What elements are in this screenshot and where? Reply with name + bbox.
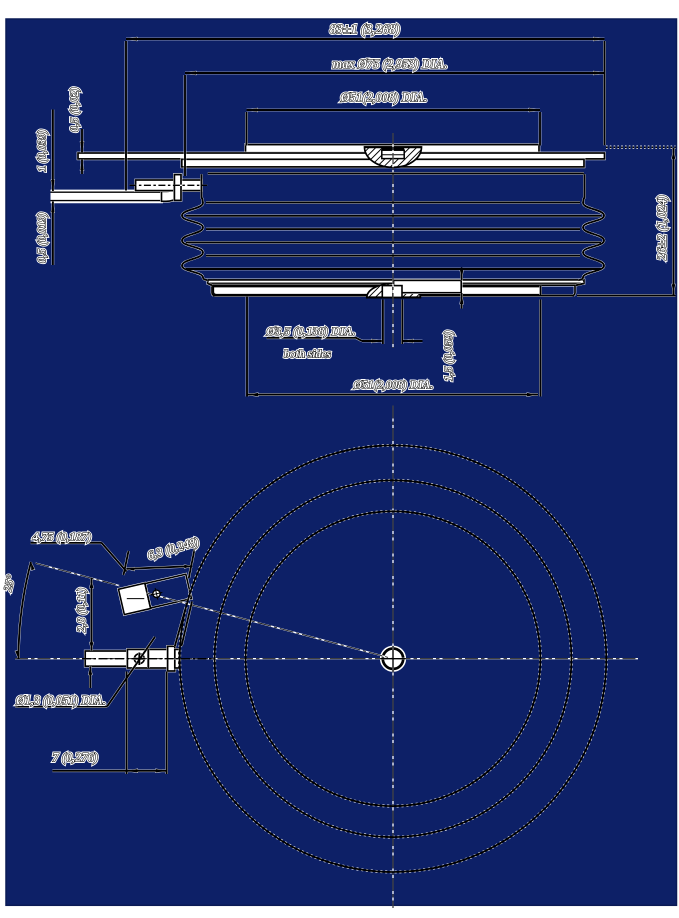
svg-text:2,8 (0,11): 2,8 (0,11) — [76, 587, 88, 633]
svg-text:Ø3,5 (0,138) DIA.: Ø3,5 (0,138) DIA. — [266, 324, 356, 338]
svg-text:1 (0,039): 1 (0,039) — [37, 129, 49, 171]
svg-text:2,8 (0,11): 2,8 (0,11) — [76, 587, 88, 633]
svg-text:0,5 (0,02): 0,5 (0,02) — [69, 87, 81, 132]
svg-text:7 (0,276): 7 (0,276) — [52, 751, 98, 765]
svg-text:1,5 (0,059): 1,5 (0,059) — [443, 330, 455, 381]
svg-text:Ø1,3 (0,051) DIA.: Ø1,3 (0,051) DIA. — [15, 694, 106, 708]
svg-text:4,75 (0,187): 4,75 (0,187) — [32, 529, 92, 543]
svg-text:1,5 (0,059): 1,5 (0,059) — [443, 330, 455, 381]
svg-text:Ø51(2,008) DIA.: Ø51(2,008) DIA. — [353, 380, 434, 392]
svg-text:25°: 25° — [2, 574, 18, 594]
svg-text:0,5 (0,02): 0,5 (0,02) — [69, 87, 81, 132]
svg-text:0,5 (0,019): 0,5 (0,019) — [37, 212, 49, 263]
svg-text:7 (0,276): 7 (0,276) — [52, 751, 98, 765]
svg-text:Ø51(2,008) DIA.: Ø51(2,008) DIA. — [340, 91, 427, 105]
svg-text:83±1 (3,268): 83±1 (3,268) — [330, 22, 400, 37]
svg-text:both sides: both sides — [284, 349, 331, 361]
svg-text:max Ø75 (2,953) DIA.: max Ø75 (2,953) DIA. — [333, 57, 448, 71]
svg-text:Ø51(2,008) DIA.: Ø51(2,008) DIA. — [340, 91, 427, 105]
svg-text:4,75 (0,187): 4,75 (0,187) — [32, 529, 92, 543]
svg-text:max Ø75 (2,953) DIA.: max Ø75 (2,953) DIA. — [333, 57, 448, 71]
svg-text:83±1 (3,268): 83±1 (3,268) — [330, 22, 400, 37]
svg-text:1 (0,039): 1 (0,039) — [37, 129, 49, 171]
svg-text:both sides: both sides — [284, 349, 331, 361]
svg-text:Ø51(2,008) DIA.: Ø51(2,008) DIA. — [353, 380, 434, 392]
svg-text:25°: 25° — [2, 574, 18, 594]
svg-text:0,5 (0,019): 0,5 (0,019) — [37, 212, 49, 263]
svg-text:Ø3,5 (0,138) DIA.: Ø3,5 (0,138) DIA. — [266, 324, 356, 338]
svg-text:26±2 (1,024): 26±2 (1,024) — [655, 195, 669, 261]
svg-text:26±2 (1,024): 26±2 (1,024) — [655, 195, 669, 261]
svg-text:Ø1,3 (0,051) DIA.: Ø1,3 (0,051) DIA. — [15, 694, 106, 708]
